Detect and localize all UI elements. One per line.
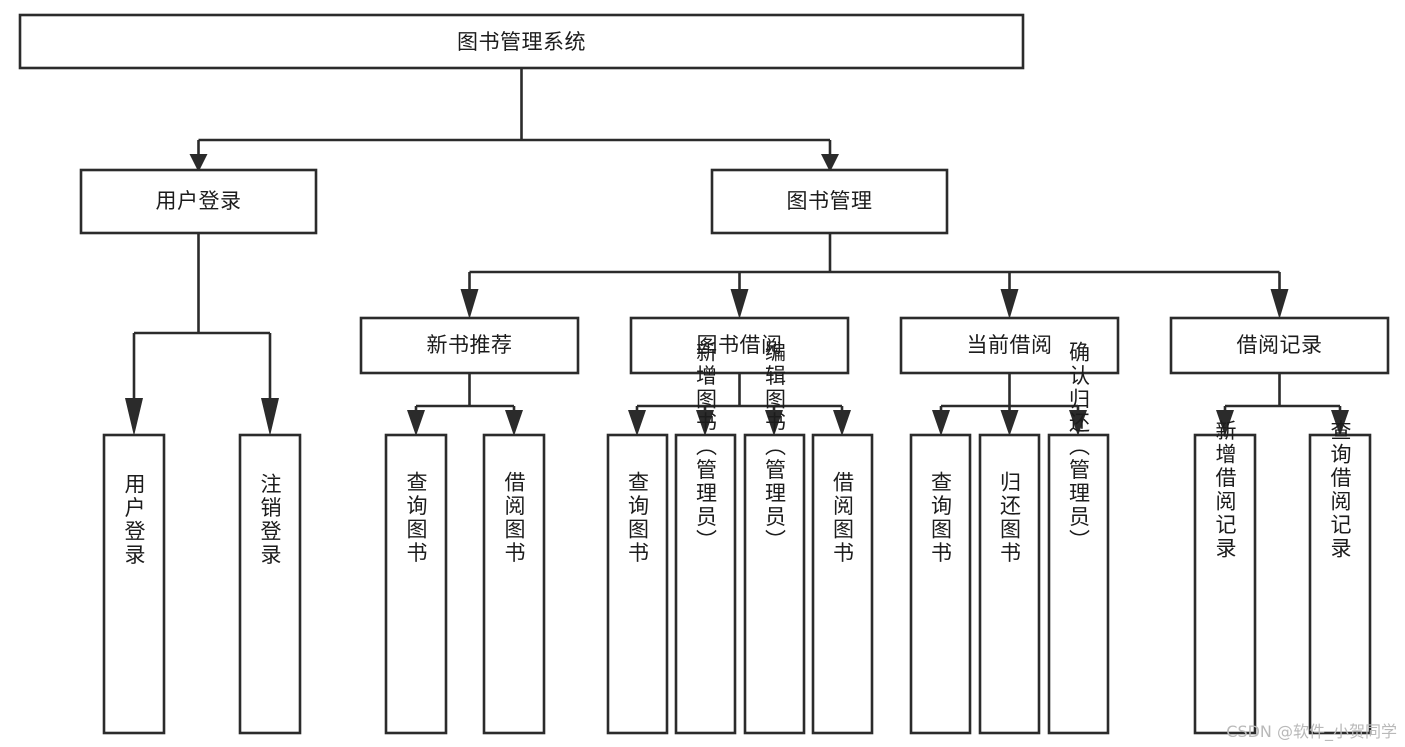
node-borrow-record-box[interactable] (1169, 316, 1390, 375)
node-leaf-return-book[interactable]: 归还图书 (978, 433, 1041, 735)
arrow-to-leaf-query-book-1 (407, 410, 425, 436)
arrow-to-leaf-logout (261, 398, 279, 436)
node-new-book-rec-box[interactable] (359, 316, 580, 375)
node-borrow-record-label: 借阅记录 (1237, 333, 1323, 357)
node-leaf-logout-box[interactable] (238, 433, 302, 735)
node-leaf-query-book-2[interactable]: 查询图书 (606, 433, 669, 735)
arrow-to-leaf-query-book-2 (628, 410, 646, 436)
arrow-to-leaf-user-login (125, 398, 143, 436)
node-current-borrow-box[interactable] (899, 316, 1120, 375)
node-root[interactable]: 图书管理系统 (18, 13, 1025, 70)
node-leaf-add-record-label: 新增借阅记录 (1213, 420, 1237, 561)
node-leaf-user-login-box[interactable] (102, 433, 166, 735)
arrow-to-leaf-add-record (1216, 410, 1234, 436)
node-leaf-borrow-book-2[interactable]: 借阅图书 (811, 433, 874, 735)
node-leaf-add-book-box[interactable] (674, 433, 737, 735)
arrow-to-leaf-confirm-return (1069, 410, 1087, 436)
node-leaf-user-login[interactable]: 用户登录 (102, 433, 166, 735)
node-leaf-borrow-book-1-box[interactable] (482, 433, 546, 735)
arrow-to-leaf-query-book-3 (932, 410, 950, 436)
node-user-login-box[interactable] (79, 168, 318, 235)
node-leaf-query-book-2-box[interactable] (606, 433, 669, 735)
arrow-to-current-borrow (1000, 289, 1019, 319)
node-leaf-query-record-box[interactable] (1308, 433, 1372, 735)
node-leaf-return-book-label: 归还图书 (998, 471, 1022, 565)
node-leaf-confirm-return[interactable]: 确认归还（管理员） (1047, 341, 1110, 735)
node-leaf-borrow-book-1[interactable]: 借阅图书 (482, 433, 546, 735)
node-leaf-query-record[interactable]: 查询借阅记录 (1308, 420, 1372, 735)
arrow-to-leaf-borrow-book-2 (833, 410, 851, 436)
arrow-to-leaf-add-book (696, 410, 714, 436)
node-leaf-query-book-1[interactable]: 查询图书 (384, 433, 448, 735)
node-new-book-rec-label: 新书推荐 (427, 333, 513, 357)
node-book-manage[interactable]: 图书管理 (710, 168, 949, 235)
arrow-to-leaf-edit-book (765, 410, 783, 436)
arrow-to-leaf-query-record (1331, 410, 1349, 436)
node-leaf-logout[interactable]: 注销登录 (238, 433, 302, 735)
node-borrow-record[interactable]: 借阅记录 (1169, 316, 1390, 375)
node-leaf-logout-label: 注销登录 (258, 473, 282, 567)
node-current-borrow-label: 当前借阅 (967, 333, 1053, 357)
node-leaf-add-book-label: 新增图书（管理员） (694, 341, 718, 553)
arrow-to-book-manage (821, 154, 839, 172)
node-leaf-edit-book-box[interactable] (743, 433, 806, 735)
arrow-to-borrow-record (1270, 289, 1289, 319)
node-leaf-confirm-return-box[interactable] (1047, 433, 1110, 735)
node-current-borrow[interactable]: 当前借阅 (899, 316, 1120, 375)
arrow-to-user-login (189, 154, 208, 172)
node-root-label: 图书管理系统 (457, 30, 586, 54)
node-leaf-return-book-box[interactable] (978, 433, 1041, 735)
arrow-to-book-borrow (730, 289, 749, 319)
node-leaf-query-book-3-box[interactable] (909, 433, 972, 735)
arrow-to-leaf-borrow-book-1 (505, 410, 523, 436)
node-book-borrow-label: 图书借阅 (697, 333, 783, 357)
node-leaf-edit-book-label: 编辑图书（管理员） (763, 341, 787, 553)
node-leaf-borrow-book-2-box[interactable] (811, 433, 874, 735)
node-user-login[interactable]: 用户登录 (79, 168, 318, 235)
node-new-book-rec[interactable]: 新书推荐 (359, 316, 580, 375)
node-leaf-query-book-1-label: 查询图书 (404, 471, 428, 565)
node-root-box[interactable] (18, 13, 1025, 70)
node-leaf-user-login-label: 用户登录 (122, 473, 146, 567)
node-leaf-borrow-book-2-label: 借阅图书 (831, 471, 855, 565)
arrow-to-new-book-rec (460, 289, 479, 319)
node-leaf-query-book-2-label: 查询图书 (626, 471, 650, 565)
node-user-login-label: 用户登录 (156, 189, 242, 213)
node-leaf-confirm-return-label: 确认归还（管理员） (1067, 341, 1091, 553)
node-leaf-edit-book[interactable]: 编辑图书（管理员） (743, 341, 806, 735)
node-book-manage-label: 图书管理 (787, 189, 873, 213)
node-leaf-add-book[interactable]: 新增图书（管理员） (674, 341, 737, 735)
node-leaf-borrow-book-1-label: 借阅图书 (502, 471, 526, 565)
node-leaf-query-book-3[interactable]: 查询图书 (909, 433, 972, 735)
node-leaf-query-record-label: 查询借阅记录 (1328, 420, 1352, 561)
node-leaf-query-book-3-label: 查询图书 (929, 471, 953, 565)
node-leaf-add-record[interactable]: 新增借阅记录 (1193, 420, 1257, 735)
node-book-manage-box[interactable] (710, 168, 949, 235)
connector-layer (125, 68, 1349, 436)
arrow-to-leaf-return-book (1000, 410, 1019, 436)
node-book-borrow-box[interactable] (629, 316, 850, 375)
node-leaf-add-record-box[interactable] (1193, 433, 1257, 735)
node-leaf-query-book-1-box[interactable] (384, 433, 448, 735)
csdn-watermark: CSDN @软件_小贺同学 (1226, 722, 1397, 741)
node-book-borrow[interactable]: 图书借阅 (629, 316, 850, 375)
